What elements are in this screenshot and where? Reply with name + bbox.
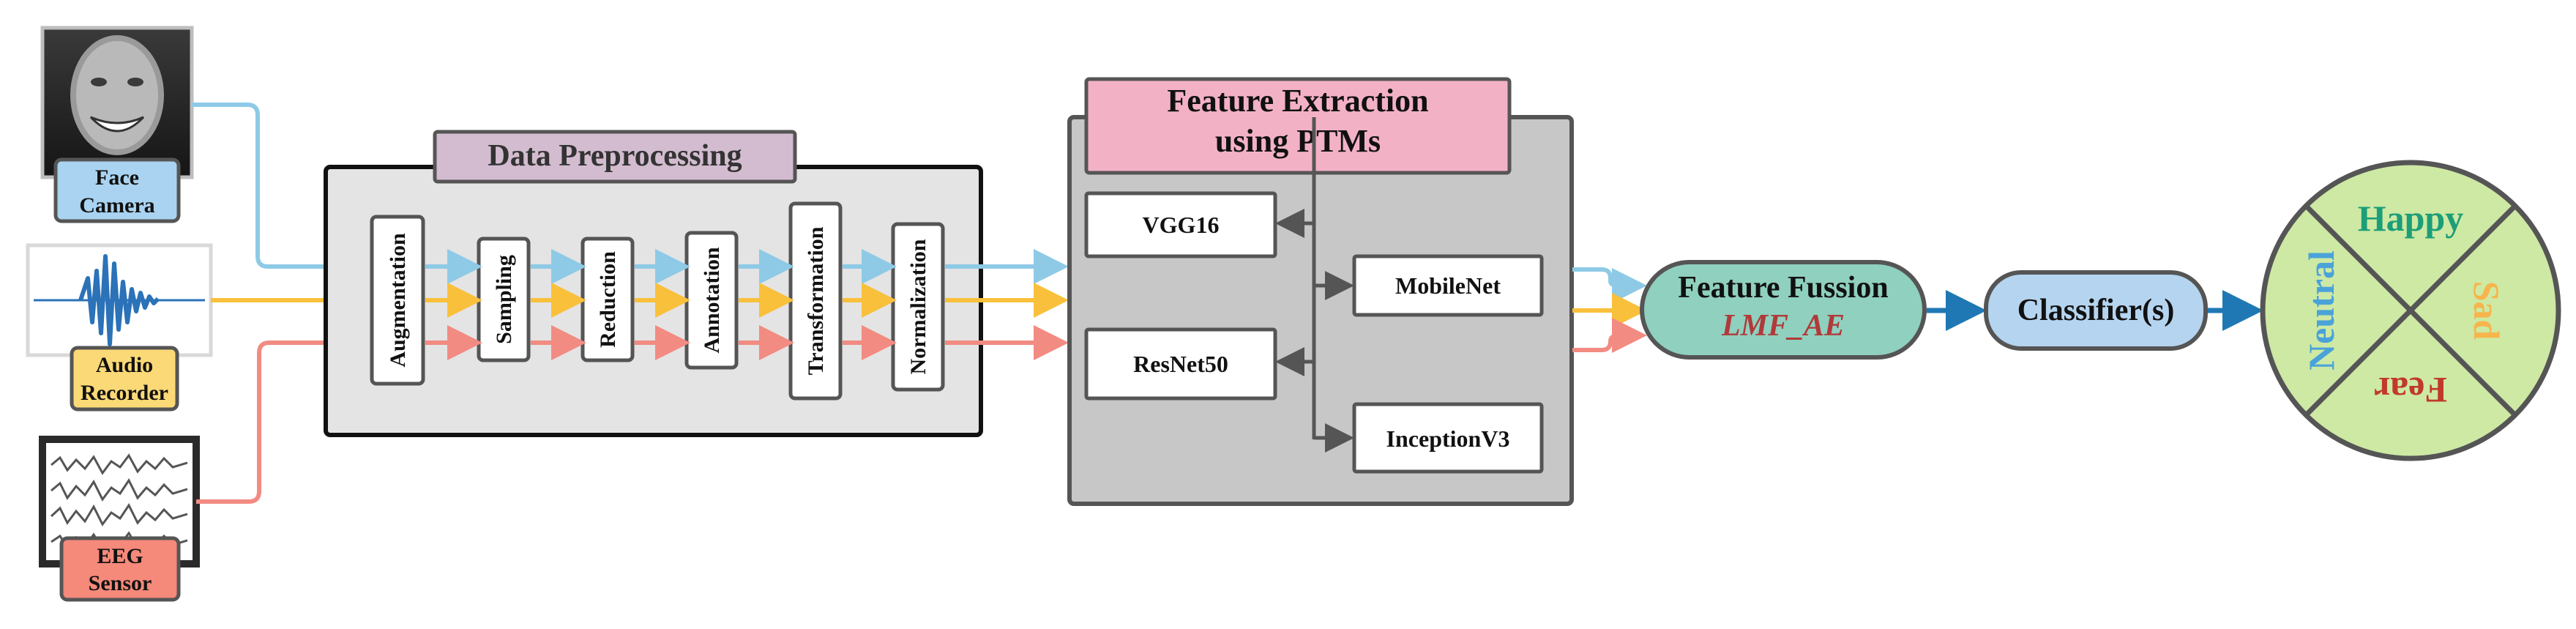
- emotion-happy: Happy: [2358, 198, 2464, 239]
- reduction-label: Reduction: [596, 251, 620, 348]
- mobilenet-label: MobileNet: [1395, 272, 1501, 299]
- feature-extraction-output-arrows: [1572, 267, 1647, 353]
- normalization-label: Normalization: [906, 239, 930, 374]
- feature-fusion-title: Feature Fussion: [1678, 271, 1888, 305]
- sampling-label: Sampling: [492, 255, 516, 344]
- classifier-label: Classifier(s): [2017, 294, 2175, 327]
- preprocessing-step-normalization: Normalization: [891, 222, 945, 392]
- feature-extraction-block: Feature Extraction using PTMs VGG16 ResN…: [1067, 77, 1647, 506]
- preprocessing-step-reduction: Reduction: [580, 237, 635, 362]
- model-vgg16: VGG16: [1084, 191, 1277, 258]
- eeg-sensor-label-line1: EEG: [97, 544, 143, 568]
- face-camera-label-line1: Face: [95, 165, 139, 190]
- feature-extraction-title-box: [1084, 77, 1512, 175]
- eeg-connector: [196, 325, 371, 504]
- preprocessing-title: Data Preprocessing: [488, 139, 742, 173]
- face-camera-input: Face Camera: [40, 26, 194, 223]
- face-connector: [192, 103, 371, 284]
- resnet50-label: ResNet50: [1133, 351, 1228, 377]
- eeg-sensor-label-line2: Sensor: [89, 571, 152, 595]
- emotion-neutral: Neutral: [2301, 250, 2342, 371]
- audio-waveform-icon: [78, 254, 160, 346]
- preprocessing-title-box: [433, 130, 797, 184]
- preprocessing-step-sampling: Sampling: [477, 237, 531, 362]
- audio-recorder-label-line2: Recorder: [81, 381, 168, 405]
- face-camera-label-box: [53, 157, 181, 223]
- face-icon: [70, 35, 164, 155]
- preprocessing-step-transformation: Transformation: [788, 201, 843, 401]
- model-connector-arrows: [1275, 117, 1354, 453]
- audio-recorder-label-box: [70, 346, 179, 412]
- audio-recorder-input: Audio Recorder: [26, 243, 213, 412]
- face-camera-label-line2: Camera: [79, 193, 154, 217]
- classifier-box: [1984, 270, 2208, 351]
- emotion-fear: Fear: [2374, 370, 2447, 411]
- audio-recorder-label-line1: Audio: [96, 353, 153, 377]
- preprocessing-output-arrows: [945, 249, 1069, 360]
- inceptionv3-label: InceptionV3: [1386, 425, 1510, 452]
- eeg-sensor-input: EEG Sensor: [39, 436, 200, 602]
- preprocessing-step-augmentation: Augmentation: [370, 215, 425, 386]
- model-resnet50: ResNet50: [1084, 327, 1277, 401]
- feature-extraction-title-line2: using PTMs: [1215, 123, 1381, 159]
- feature-fusion-block: Feature Fussion LMF_AE: [1640, 260, 1927, 360]
- classifier-block: Classifier(s): [1984, 270, 2208, 351]
- annotation-label: Annotation: [700, 247, 724, 353]
- model-inceptionv3: InceptionV3: [1352, 402, 1544, 474]
- preprocessing-flow-arrows: [425, 249, 897, 360]
- transformation-label: Transformation: [804, 226, 828, 375]
- data-preprocessing-block: Data Preprocessing Augmentation Sampling…: [324, 130, 1069, 437]
- preprocessing-step-annotation: Annotation: [684, 231, 739, 370]
- emotion-sad: Sad: [2466, 281, 2507, 340]
- emotion-output-wheel: Happy Sad Fear Neutral: [2260, 160, 2561, 461]
- feature-fusion-subtitle: LMF_AE: [1721, 309, 1845, 343]
- augmentation-label: Augmentation: [386, 233, 410, 368]
- vgg16-label: VGG16: [1143, 212, 1220, 238]
- feature-extraction-title-line1: Feature Extraction: [1167, 83, 1428, 119]
- feature-fusion-box: [1640, 260, 1927, 360]
- model-mobilenet: MobileNet: [1352, 254, 1544, 317]
- eeg-sensor-label-box: [59, 536, 181, 602]
